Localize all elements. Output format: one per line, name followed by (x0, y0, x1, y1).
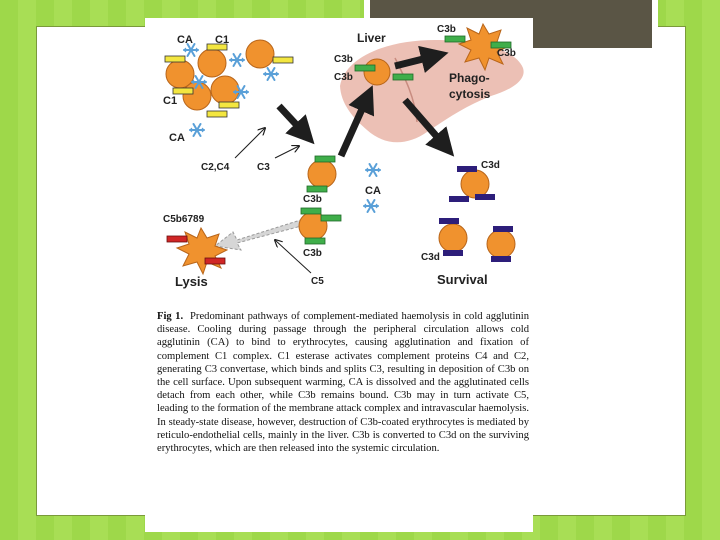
cell (460, 169, 490, 199)
c3b-fragment (304, 237, 326, 245)
cell (210, 75, 240, 105)
label-c5b6789: C5b6789 (163, 214, 205, 225)
arrow-to-phagocytosis (394, 45, 449, 73)
c3b-fragment (444, 35, 466, 43)
c1-complex (272, 56, 294, 64)
arrow-to-center (276, 103, 315, 145)
c1-complex (218, 101, 240, 109)
cell (197, 48, 227, 78)
figure-caption: Fig 1. Predominant pathways of complemen… (157, 310, 529, 455)
label-phagocytosis-1: Phago- (449, 71, 490, 85)
c3b-fragment (300, 207, 322, 215)
cell (438, 223, 468, 253)
label-c3: C3 (257, 162, 270, 173)
c3b-fragment (490, 41, 512, 49)
c3b-fragment (392, 73, 414, 81)
cell (363, 58, 391, 86)
lysis-burst (175, 226, 229, 276)
complement-pathway-diagram: CA C1 C1 CA Liver C3b C3b C3b C3b Phago-… (163, 22, 524, 289)
c3d-fragment (475, 194, 495, 200)
label-c3b-liver-b: C3b (334, 72, 353, 83)
c1-complex (172, 87, 194, 95)
arrow-to-survival (402, 97, 455, 157)
label-c3d-right: C3d (481, 160, 500, 171)
c1-complex (206, 110, 228, 118)
cell (307, 159, 337, 189)
c1-complex (206, 43, 228, 51)
pointer-c3 (274, 146, 299, 159)
label-ca-bottom: CA (169, 132, 185, 144)
c3d-fragment (457, 166, 477, 172)
cold-agglutinin-icon (365, 163, 381, 177)
label-c5: C5 (311, 276, 324, 287)
label-c3b-phago-b: C3b (497, 48, 516, 59)
c3d-fragment (449, 196, 469, 202)
label-c3b-center-b: C3b (303, 248, 322, 259)
label-c3b-liver-a: C3b (334, 54, 353, 65)
label-c3b-phago-a: C3b (437, 24, 456, 35)
label-lysis: Lysis (175, 274, 208, 289)
cell (486, 229, 516, 259)
phagocytosis-burst (457, 22, 511, 72)
cold-agglutinin-icon (229, 53, 245, 67)
arrow-to-lysis (213, 217, 310, 251)
c3d-fragment (443, 250, 463, 256)
label-c1-top: C1 (215, 34, 229, 46)
c3b-fragment (306, 185, 328, 193)
c3d-fragment (439, 218, 459, 224)
cell (245, 39, 275, 69)
caption-text: Predominant pathways of complement-media… (157, 311, 529, 455)
pointer-c5 (275, 240, 312, 274)
c3b-fragment (354, 64, 376, 72)
label-ca-top: CA (177, 34, 193, 46)
c3b-fragment (314, 155, 336, 163)
label-liver: Liver (357, 31, 386, 45)
cold-agglutinin-icon (363, 199, 379, 213)
figure: CA C1 C1 CA Liver C3b C3b C3b C3b Phago-… (145, 18, 533, 532)
label-survival: Survival (437, 272, 488, 287)
c1-complex (164, 55, 186, 63)
label-c1-left: C1 (163, 95, 177, 107)
pointer-c2c4 (234, 128, 265, 159)
c3b-fragment (320, 214, 342, 222)
caption-fig-label: Fig 1. (157, 311, 184, 322)
label-c3b-center-a: C3b (303, 194, 322, 205)
label-phagocytosis-2: cytosis (449, 87, 491, 101)
arrow-to-liver (337, 85, 375, 158)
label-c3d-bottom: C3d (421, 252, 440, 263)
c5b6789-complex (166, 235, 188, 243)
label-c2c4: C2,C4 (201, 162, 230, 173)
cold-agglutinin-icon (189, 123, 205, 137)
c3d-fragment (491, 256, 511, 262)
c5b6789-complex (204, 257, 226, 265)
cold-agglutinin-icon (263, 67, 279, 81)
label-ca-center: CA (365, 185, 381, 197)
c3d-fragment (493, 226, 513, 232)
